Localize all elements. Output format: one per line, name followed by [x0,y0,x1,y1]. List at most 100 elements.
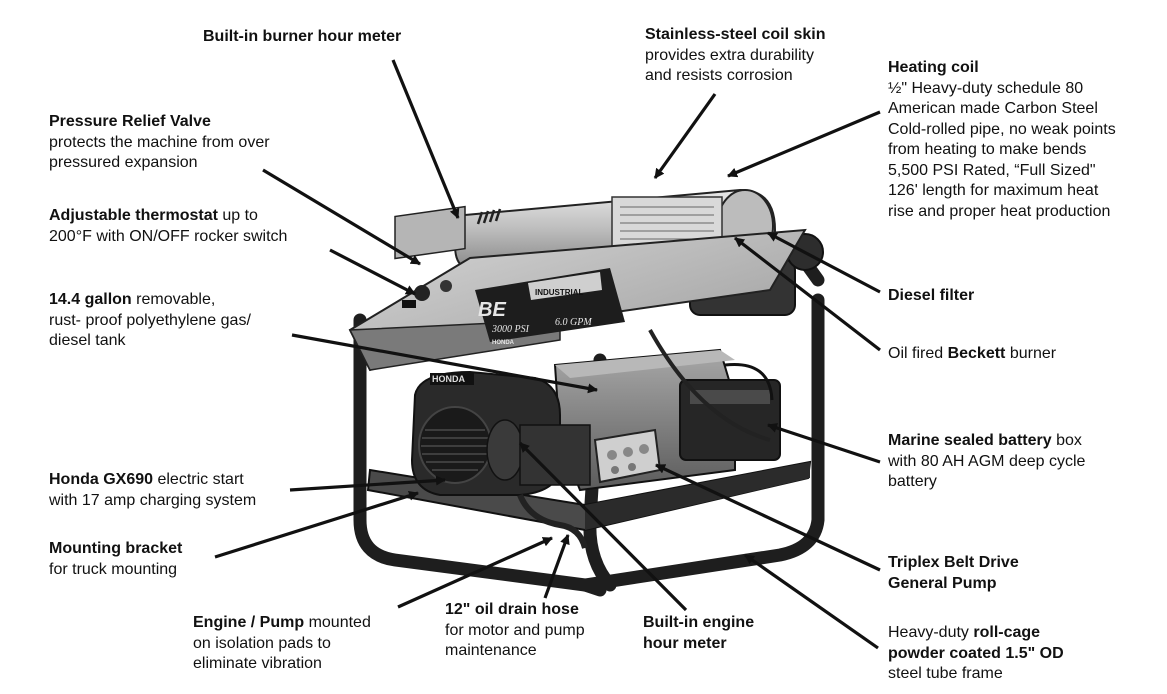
callout-text: 200°F with ON/OFF rocker switch [49,227,288,245]
callout-text: steel tube frame [888,665,1003,682]
burner-hose [648,329,771,442]
callout-line: Triplex Belt Drive [888,553,1019,574]
arrow-burner-hour-meter [391,59,460,219]
arrow-relief-valve [262,168,421,266]
callout-line: Cold-rolled pipe, no weak points [888,120,1116,141]
callout-text: for truck mounting [49,560,178,578]
callout-line: Adjustable thermostat up to [49,206,287,227]
callout-text: protects the machine from over [49,133,270,151]
callout-text: eliminate vibration [193,655,322,672]
callout-frame: Heavy-duty roll-cage powder coated 1.5" O… [888,623,1064,685]
callout-bold-text: 12" oil drain hose [445,601,579,618]
callout-bold-text: 14.4 gallon [49,291,132,308]
triplex-pump [593,428,662,484]
callout-line: Diesel filter [888,286,974,307]
callout-iso-pads: Engine / Pump mounted on isolation pads t… [193,613,371,675]
arrow-coil-skin [653,93,717,179]
arrow-burner [734,236,881,352]
callout-diesel-filter: Diesel filter [888,286,974,307]
panel-psi: 3000 PSI [491,324,530,335]
callout-tank: 14.4 gallon removable,rust- proof polyet… [49,290,251,352]
callout-line: rise and proper heat production [888,202,1116,223]
panel-engine-brand: HONDA [492,340,515,346]
callout-bold-text: Stainless-steel coil skin [645,26,826,43]
callout-arrows [214,59,881,650]
callout-bold-text: Triplex Belt Drive [888,554,1019,571]
callout-line: Mounting bracket [49,539,182,560]
callout-line: for motor and pump [445,621,585,642]
panel-brand: BE [478,299,506,321]
callout-text: mounted [304,614,371,631]
thermostat-controls [394,205,466,308]
callout-line: on isolation pads to [193,634,371,655]
callout-text: from heating to make bends [888,141,1087,158]
callout-bold-text: General Pump [888,574,997,592]
callout-text: box [1051,432,1082,449]
panel-gpm: 6.0 GPM [555,317,592,328]
arrow-iso-pads [397,536,553,609]
callout-text: with 80 AH AGM deep cycle [888,452,1086,470]
callout-text: and resists corrosion [645,67,793,84]
callout-text: removable, [131,291,216,308]
callout-text: maintenance [445,642,537,659]
callout-bold-text: Built-in engine [643,614,755,631]
callout-line: with 80 AH AGM deep cycle [888,452,1085,473]
callout-text: Oil fired [888,345,948,362]
arrow-frame [744,553,879,650]
callout-text: Cold-rolled pipe, no weak points [888,120,1116,138]
callout-text: rust- proof polyethylene gas/ [49,311,251,329]
arrow-diesel-filter [767,231,881,294]
callout-bold-text: Diesel filter [888,287,975,304]
callout-bold-text: Heating coil [888,59,979,76]
callout-line: powder coated 1.5" OD [888,644,1064,665]
callout-engine-meter: Built-in engine hour meter [643,613,754,654]
callout-line: with 17 amp charging system [49,491,256,512]
callout-text: with 17 amp charging system [49,491,257,509]
callout-line: 14.4 gallon removable, [49,290,251,311]
callout-bold-text: Built-in burner hour meter [203,28,402,45]
callout-text: battery [888,473,937,490]
callout-text: 5,500 PSI Rated, “Full Sized" [888,161,1096,179]
engine-brand-label: HONDA [432,374,465,384]
callout-bold-text: roll-cage [973,624,1041,641]
callout-line: rust- proof polyethylene gas/ [49,311,251,332]
arrow-tank [291,333,598,394]
callout-bold-text: hour meter [643,634,727,652]
callout-line: for truck mounting [49,560,182,581]
callout-line: maintenance [445,641,585,662]
arrow-pump [655,463,881,572]
callout-text: 126' length for maximum heat [888,182,1099,199]
callout-line: Stainless-steel coil skin [645,25,826,46]
callout-bold-text: Marine sealed battery [888,432,1052,449]
callout-line: Marine sealed battery box [888,431,1085,452]
arrow-battery [767,423,881,464]
arrow-mount-bracket [214,490,419,559]
callout-bold-text: Adjustable thermostat [49,207,218,224]
callout-text: burner [1005,345,1057,362]
callout-bold-text: Engine / Pump [193,614,305,631]
callout-coil-skin: Stainless-steel coil skin provides extra … [645,25,826,87]
callout-text: Heavy-duty [888,624,974,641]
callout-text: American made Carbon Steel [888,100,1098,117]
control-panel-housing [348,228,807,372]
callout-line: Oil fired Beckett burner [888,344,1056,365]
callout-text: pressured expansion [49,154,198,171]
arrow-engine-meter [518,441,688,612]
drain-hose [517,493,588,549]
callout-line: Built-in burner hour meter [203,27,401,48]
callout-line: 5,500 PSI Rated, “Full Sized" [888,161,1116,182]
callout-bold-text: Beckett [947,345,1006,362]
arrow-thermostat [329,248,416,296]
callout-line: steel tube frame [888,664,1064,685]
callout-text: provides extra durability [645,46,814,64]
callout-burner: Oil fired Beckett burner [888,344,1056,365]
callout-bold-text: powder coated 1.5" OD [888,644,1064,662]
callout-line: American made Carbon Steel [888,99,1116,120]
